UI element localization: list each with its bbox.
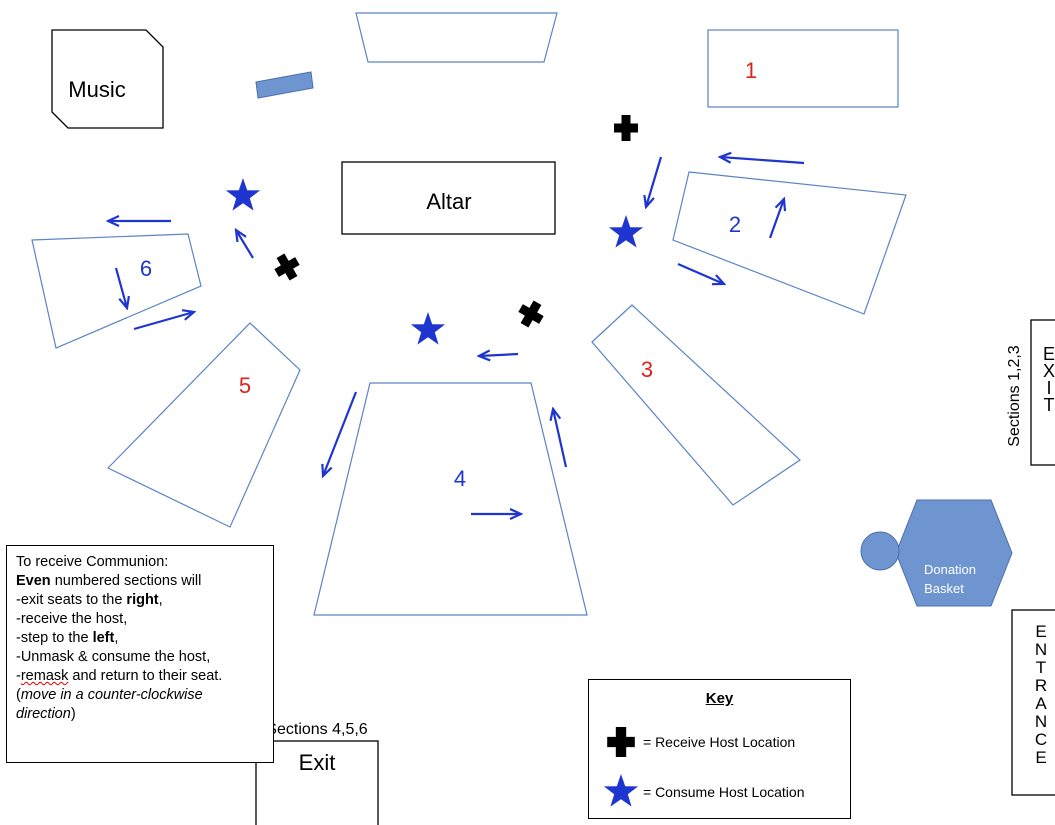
bottom-exit-door xyxy=(255,740,379,825)
donation-label-line1: Donation xyxy=(924,562,976,577)
key-row-consume: = Consume Host Location xyxy=(599,774,846,810)
sections-123-caption: Sections 1,2,3 xyxy=(1006,345,1023,447)
exit-letter: E xyxy=(1043,344,1055,364)
exit-letter: I xyxy=(1046,378,1051,398)
entrance-letter: E xyxy=(1035,622,1046,641)
key-title: Key xyxy=(705,690,734,707)
arrow xyxy=(479,354,519,356)
arrow xyxy=(646,156,663,207)
arrow xyxy=(720,157,805,165)
receive-host-cross xyxy=(270,249,304,285)
section-6 xyxy=(31,233,202,349)
receive-host-cross xyxy=(614,115,638,141)
instruction-line: -exit seats to the right, xyxy=(16,592,163,608)
instruction-line: -step to the left, xyxy=(16,630,119,646)
entrance-letter: A xyxy=(1035,694,1047,713)
cross-icon xyxy=(599,724,643,760)
key-receive-label: = Receive Host Location xyxy=(643,734,796,750)
exit-letter: X xyxy=(1043,361,1055,381)
arrow xyxy=(236,230,254,259)
consume-host-star xyxy=(608,215,644,248)
key-row-receive: = Receive Host Location xyxy=(599,724,846,760)
altar-label: Altar xyxy=(426,189,471,214)
arrow xyxy=(133,312,194,331)
entrance-letter: N xyxy=(1035,640,1047,659)
instruction-line: Even numbered sections will xyxy=(16,573,202,589)
arrow xyxy=(553,409,568,468)
instruction-line: direction) xyxy=(16,706,76,722)
instruction-line: -receive the host, xyxy=(16,611,128,627)
entrance-letter: T xyxy=(1036,658,1046,677)
right-exit-door xyxy=(1030,319,1055,466)
music-area xyxy=(51,29,164,129)
entrance-door xyxy=(1011,609,1055,796)
section-1 xyxy=(707,29,899,108)
receive-host-cross xyxy=(514,296,548,332)
section-3 xyxy=(591,304,801,506)
instruction-line: (move in a counter-clockwise xyxy=(16,687,203,703)
entrance-letter: R xyxy=(1035,676,1047,695)
section-4 xyxy=(313,382,588,616)
top-table xyxy=(355,12,558,63)
bottom-exit-label: Exit xyxy=(299,750,336,775)
section-5-label: 5 xyxy=(239,373,251,398)
communion-instructions: To receive Communion: Even numbered sect… xyxy=(6,545,274,763)
entrance-letter: N xyxy=(1035,712,1047,731)
section-4-label: 4 xyxy=(454,466,466,491)
instruction-line: To receive Communion: xyxy=(16,554,169,570)
section-6-label: 6 xyxy=(140,256,152,281)
arrow xyxy=(323,391,358,476)
consume-host-star xyxy=(225,178,261,211)
altar xyxy=(341,161,556,235)
sections-456-caption: Sections 4,5,6 xyxy=(266,721,368,738)
right-exit-letters: E X I T xyxy=(1043,344,1055,415)
arrow xyxy=(768,199,784,239)
donation-label-line2: Basket xyxy=(924,581,964,596)
instruction-line: -Unmask & consume the host, xyxy=(16,649,211,665)
key-legend: Key = Receive Host Location = Consume Ho… xyxy=(588,679,851,819)
entrance-letter: E xyxy=(1035,748,1046,767)
section-3-label: 3 xyxy=(641,357,653,382)
flow-arrows xyxy=(108,156,805,514)
bench xyxy=(255,71,314,99)
exit-letter: T xyxy=(1044,395,1055,415)
arrow xyxy=(677,262,724,284)
arrow xyxy=(114,267,127,308)
section-2 xyxy=(672,171,907,315)
entrance-letter: C xyxy=(1035,730,1047,749)
key-consume-label: = Consume Host Location xyxy=(643,784,805,800)
star-icon xyxy=(599,774,643,810)
consume-host-star xyxy=(410,312,446,345)
entrance-letters: E N T R A N C E xyxy=(1035,622,1047,767)
donation-basket-circle xyxy=(860,531,900,571)
section-5 xyxy=(106,322,301,528)
instruction-line: -remask and return to their seat. xyxy=(16,668,223,684)
section-2-label: 2 xyxy=(729,212,741,237)
section-1-label: 1 xyxy=(745,58,757,83)
music-label: Music xyxy=(68,77,125,102)
